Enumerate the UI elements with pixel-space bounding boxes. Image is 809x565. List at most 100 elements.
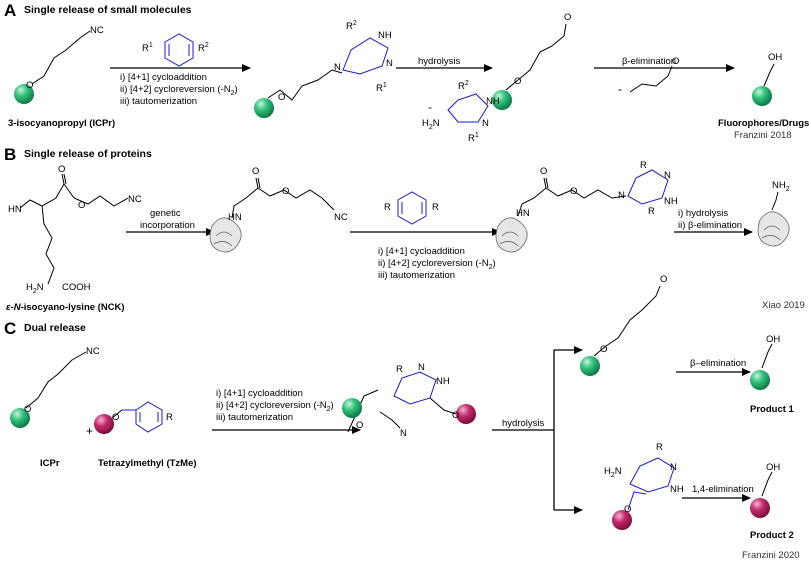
isocyanide-label: NC [86, 346, 100, 357]
green-sphere [750, 370, 770, 390]
r-label: R [640, 160, 647, 171]
green-sphere [752, 86, 772, 106]
intermediate-c-link [429, 397, 457, 415]
product1-bond [761, 343, 773, 369]
acrolein [629, 65, 673, 93]
pyrazole-nh: NH [436, 376, 450, 387]
carbonyl-oxygen: O [252, 166, 260, 177]
isocyanide-label: NC [334, 212, 348, 223]
product1-label: Product 1 [750, 404, 794, 415]
green-sphere [342, 398, 362, 418]
reagent-label-b: ε-N-isocyano-lysine (NCK) [6, 302, 125, 313]
aldehyde-oxygen: O [564, 12, 572, 23]
step2-a: hydrolysis [418, 56, 461, 67]
isocyanide-label: NC [90, 25, 104, 36]
conditions-a-1: i) [4+1] cycloaddition [120, 72, 207, 83]
conditions-b-2: ii) [4+2] cycloreversion (-N2) [378, 258, 496, 271]
alpha-amine: H2N [26, 282, 44, 295]
aldehyde-chain-a [505, 23, 567, 91]
imine-n: N [334, 62, 341, 73]
r-label: R1 [468, 132, 479, 145]
r-label: R2 [346, 20, 357, 33]
green-sphere [580, 356, 600, 376]
magenta-sphere [456, 404, 476, 424]
pyrazole-ring-a [342, 37, 389, 75]
hydroxyl-label: OH [768, 52, 783, 63]
plus-sign: + [86, 424, 94, 438]
icpr-chain-a [31, 30, 91, 85]
magenta-sphere [94, 414, 114, 434]
pyrazole-n: N [386, 58, 393, 69]
byproduct-minus: - [618, 82, 622, 96]
ether-oxygen: O [600, 344, 608, 355]
tzme-ring [122, 401, 163, 433]
reagent1-c: ICPr [40, 458, 60, 469]
green-sphere [14, 84, 34, 104]
panel-title-c: Dual release [24, 322, 86, 334]
ester-oxygen: O [570, 186, 578, 197]
amine-protein [771, 191, 779, 211]
hydroxyl-label: OH [766, 334, 781, 345]
nck-chain [19, 173, 129, 285]
step3b-c: 1,4-elimination [692, 484, 754, 495]
pyrazole-nh: NH [664, 196, 678, 207]
pyrazole-n: N [418, 362, 425, 373]
ether-oxygen: O [24, 404, 32, 415]
carbonyl-oxygen: O [58, 164, 66, 175]
icpr-chain-c [25, 351, 87, 409]
imine-n: N [618, 190, 625, 201]
step3-b-2: ii) β-elimination [678, 220, 743, 231]
tzme-bond [111, 409, 123, 419]
ether-oxygen: O [514, 76, 522, 87]
magenta-sphere [750, 498, 770, 518]
panel-letter-a: A [4, 1, 17, 20]
r-label: R [432, 202, 439, 213]
panel-letter-b: B [4, 145, 17, 164]
pyrazole-nh: NH [486, 96, 500, 107]
conditions-c-3: iii) tautomerization [216, 412, 294, 423]
r-label: R1 [142, 42, 153, 55]
carbamate-nh: HN [8, 204, 22, 215]
step3-a: β-elimination [622, 56, 677, 67]
acrolein-oxygen: O [672, 56, 680, 67]
r-label: R [648, 206, 655, 217]
step2-c: hydrolysis [502, 418, 545, 429]
amine-label: H2N [422, 118, 440, 131]
aldehyde-oxygen: O [660, 274, 668, 285]
amine-label: NH2 [772, 180, 790, 193]
amine-label: H2N [604, 466, 622, 479]
ether-oxygen: O [356, 420, 364, 431]
protein-ribbon [757, 211, 790, 247]
conditions-a-2: ii) [4+2] cycloreversion (-N2) [120, 84, 238, 97]
tetrazine-ring-b [397, 191, 427, 225]
tetrazine-ring-a [164, 33, 194, 67]
r-label: R [396, 364, 403, 375]
panel-title-b: Single release of proteins [24, 148, 152, 160]
panel-letter-c: C [4, 319, 17, 338]
protein-chain-b [231, 177, 335, 219]
aminopyrazole-a [447, 93, 489, 123]
product-protein-chain [517, 177, 627, 217]
reagent-label-a: 3-isocyanopropyl (ICPr) [8, 118, 116, 129]
carbamate-nh: HN [516, 208, 530, 219]
pyrazole-nh: NH [670, 484, 684, 495]
carboxylic-acid: COOH [62, 282, 91, 293]
pyrazole-n: N [670, 462, 677, 473]
pyrazole-ring-b [627, 169, 669, 205]
step3-b-1: i) hydrolysis [678, 208, 729, 219]
step3a-c: β–elimination [690, 358, 747, 369]
hydroxyl-label: OH [766, 462, 781, 473]
imine-n: N [400, 428, 407, 439]
imine-chain-a [267, 69, 343, 101]
pyrazole-nh: NH [378, 30, 392, 41]
protein-ribbon [495, 217, 528, 253]
pyrazole-n: N [664, 170, 671, 181]
panel-title-a: Single release of small molecules [24, 4, 192, 16]
conditions-b-3: iii) tautomerization [378, 270, 456, 281]
product2-bond [761, 471, 773, 497]
magenta-sphere [612, 510, 632, 530]
conditions-b-1: i) [4+1] cycloaddition [378, 246, 465, 257]
conditions-c-1: i) [4+1] cycloaddition [216, 388, 303, 399]
ether-oxygen: O [26, 80, 34, 91]
